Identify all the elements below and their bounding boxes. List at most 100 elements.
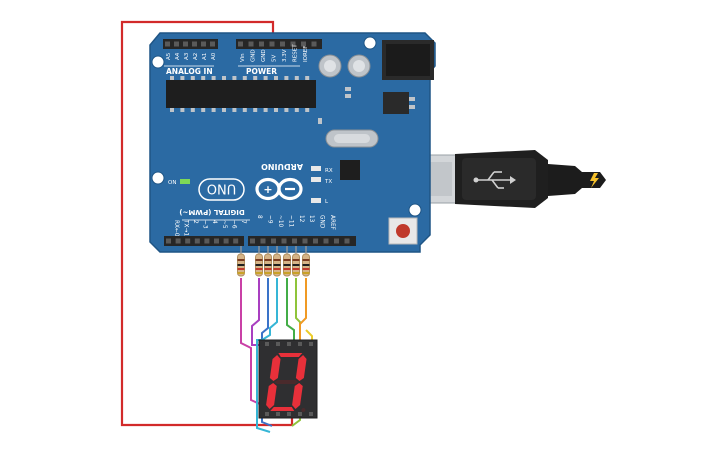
digital-pin[interactable] bbox=[302, 238, 308, 244]
power-header-label: POWER bbox=[246, 67, 277, 76]
digital-pin[interactable] bbox=[271, 238, 276, 244]
signal-wire[interactable] bbox=[261, 278, 273, 427]
analog-pin[interactable] bbox=[165, 41, 170, 47]
usb-trident-icon bbox=[473, 171, 516, 189]
arduino-logo: ARDUINO + bbox=[255, 162, 303, 201]
display-pin[interactable] bbox=[298, 342, 302, 346]
lightning-icon bbox=[590, 173, 599, 188]
digital-pin[interactable] bbox=[204, 238, 210, 244]
power-pin[interactable] bbox=[290, 41, 296, 47]
smd-component bbox=[318, 118, 322, 124]
digital-header[interactable] bbox=[164, 236, 356, 246]
svg-text:L: L bbox=[325, 199, 329, 205]
infinity-logo-icon bbox=[255, 177, 303, 201]
display-pin[interactable] bbox=[298, 412, 302, 416]
chip-pin bbox=[253, 76, 258, 80]
power-pin[interactable] bbox=[301, 41, 306, 47]
display-pin[interactable] bbox=[309, 342, 313, 346]
power-pin[interactable] bbox=[311, 41, 317, 47]
power-pin[interactable] bbox=[248, 41, 254, 47]
digital-pin[interactable] bbox=[233, 238, 239, 244]
chip-pin bbox=[211, 76, 216, 80]
digital-pin-label: AREF bbox=[329, 215, 335, 230]
chip-pin bbox=[232, 76, 237, 80]
digital-pin[interactable] bbox=[323, 238, 329, 244]
power-header[interactable] bbox=[236, 39, 322, 49]
digital-pin-label: ~6 bbox=[230, 220, 236, 229]
chip-pin bbox=[222, 76, 226, 80]
display-pin[interactable] bbox=[309, 412, 313, 416]
digital-pin[interactable] bbox=[344, 238, 350, 244]
signal-wire[interactable] bbox=[251, 278, 262, 346]
digital-pin[interactable] bbox=[334, 238, 339, 244]
resistor-band bbox=[237, 272, 245, 274]
power-pin[interactable] bbox=[238, 41, 243, 47]
chip-pin bbox=[242, 108, 247, 112]
chip-pin bbox=[170, 108, 174, 112]
analog-pin[interactable] bbox=[201, 41, 206, 47]
resistor-band bbox=[237, 268, 245, 270]
signal-wire[interactable] bbox=[256, 278, 278, 433]
digital-pin[interactable] bbox=[166, 238, 171, 244]
resistor-band bbox=[283, 264, 291, 266]
power-pin[interactable] bbox=[269, 41, 275, 47]
chip-pin bbox=[284, 76, 289, 80]
digital-pin-label: TX→1 bbox=[182, 219, 188, 236]
resistor-band bbox=[302, 272, 310, 274]
signal-wire[interactable] bbox=[291, 278, 301, 427]
display-pin[interactable] bbox=[265, 342, 269, 346]
resistor-band bbox=[273, 272, 281, 274]
signal-wire[interactable] bbox=[299, 278, 307, 345]
resistor-band bbox=[273, 259, 281, 261]
digital-pin-label: 8 bbox=[256, 215, 262, 219]
display-pin[interactable] bbox=[276, 342, 280, 346]
display-pin[interactable] bbox=[287, 342, 291, 346]
power-pin-label: GND bbox=[261, 49, 267, 62]
chip-pin bbox=[274, 108, 278, 112]
resistor-band bbox=[255, 259, 263, 261]
power-pin-label: RESET bbox=[293, 44, 299, 62]
analog-pin[interactable] bbox=[174, 41, 179, 47]
power-pin[interactable] bbox=[280, 41, 285, 47]
resistor-band bbox=[302, 264, 310, 266]
display-pin[interactable] bbox=[276, 412, 280, 416]
segment-f bbox=[269, 355, 281, 381]
digital-pin[interactable] bbox=[313, 238, 318, 244]
digital-pin[interactable] bbox=[214, 238, 219, 244]
analog-pin[interactable] bbox=[210, 41, 215, 47]
analog-pin[interactable] bbox=[192, 41, 197, 47]
signal-wire[interactable] bbox=[286, 278, 295, 345]
usb-interface-chip bbox=[340, 160, 360, 180]
digital-pin[interactable] bbox=[223, 238, 229, 244]
voltage-regulator bbox=[383, 92, 415, 114]
chip-pin bbox=[201, 76, 206, 80]
analog-pin-label: A2 bbox=[193, 53, 199, 60]
digital-pin[interactable] bbox=[292, 238, 297, 244]
digital-pin[interactable] bbox=[281, 238, 287, 244]
uno-badge: UNO bbox=[198, 178, 245, 201]
svg-text:TX: TX bbox=[324, 179, 332, 185]
segment-c bbox=[292, 383, 303, 409]
wire-5v-red[interactable] bbox=[120, 20, 294, 427]
digital-pin[interactable] bbox=[185, 238, 191, 244]
seven-segment-display[interactable]: 0 bbox=[0, 0, 318, 419]
power-pin[interactable] bbox=[259, 41, 264, 47]
analog-pin[interactable] bbox=[183, 41, 188, 47]
digital-pin[interactable] bbox=[175, 238, 181, 244]
digital-pin[interactable] bbox=[194, 238, 200, 244]
resistor-band bbox=[273, 264, 281, 266]
digital-pin[interactable] bbox=[260, 238, 266, 244]
analog-header[interactable] bbox=[163, 39, 218, 49]
dc-power-jack[interactable] bbox=[382, 40, 434, 80]
display-pin[interactable] bbox=[287, 412, 291, 416]
svg-text:RX: RX bbox=[325, 168, 333, 174]
signal-wire[interactable] bbox=[240, 278, 263, 406]
svg-text:UNO: UNO bbox=[207, 181, 236, 196]
mounting-hole bbox=[151, 171, 165, 185]
smd-component bbox=[345, 94, 351, 98]
display-pin[interactable] bbox=[265, 412, 269, 416]
reset-button[interactable] bbox=[388, 217, 418, 245]
digital-pin[interactable] bbox=[250, 238, 255, 244]
